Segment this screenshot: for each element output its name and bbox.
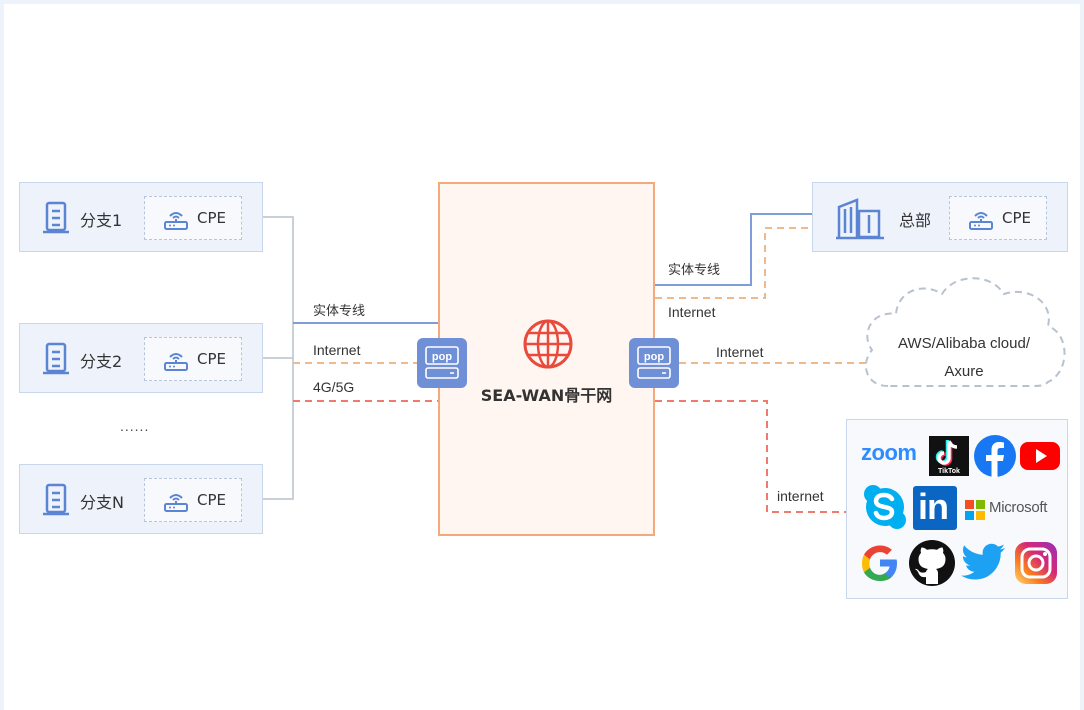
pop-node-right[interactable]: pop [629,338,679,388]
right-dedicated-label: 实体专线 [668,263,721,278]
cloud-label: AWS/Alibaba cloud/ Axure [866,330,1062,386]
building-icon [43,342,69,375]
tiktok-label: TikTok [938,468,960,475]
building-icon [43,483,69,516]
building-icon [43,201,69,234]
branch-label: 分支1 [80,211,123,230]
microsoft-text: Microsoft [989,499,1048,516]
left-dedicated-label: 实体专线 [313,304,366,319]
backbone-label: SEA-WAN骨干网 [480,386,613,405]
right-dedicated-line [655,213,812,286]
pop-text: pop [644,351,664,363]
cpe-label: CPE [197,491,226,509]
cpe-box[interactable]: CPE [144,196,242,240]
instagram-logo[interactable] [1013,540,1059,586]
microsoft-logo[interactable] [965,500,985,520]
office-building-icon [836,198,884,240]
sea-wan-backbone[interactable]: SEA-WAN骨干网 [438,182,655,536]
router-icon [164,494,188,512]
zoom-logo[interactable]: zoom [861,440,917,465]
pop-icon: pop [420,341,464,385]
linkedin-logo[interactable]: in [913,486,957,530]
tiktok-logo[interactable]: TikTok [929,436,969,476]
branch-site-n[interactable]: 分支N CPE [19,464,263,534]
headquarters-site[interactable]: 总部 CPE [812,182,1068,252]
router-icon [969,212,993,230]
right-internet-apps-label: internet [777,488,824,504]
right-internet-cloud-label: Internet [716,344,764,360]
globe-icon [523,319,573,369]
pop-text: pop [432,351,452,363]
cpe-label: CPE [197,209,226,227]
router-icon [164,353,188,371]
right-internet-hq-line [655,227,812,299]
cpe-box[interactable]: CPE [144,337,242,381]
youtube-logo[interactable] [1019,440,1061,472]
github-logo[interactable] [907,538,957,588]
google-logo[interactable] [857,540,903,586]
branch-ellipsis: ...... [120,418,150,434]
hq-label: 总部 [899,211,932,230]
cloud-line-2: Axure [944,363,984,380]
skype-logo[interactable] [863,484,907,530]
cpe-box[interactable]: CPE [144,478,242,522]
branch-label: 分支2 [80,352,123,371]
cpe-label: CPE [1002,209,1031,227]
left-4g5g-label: 4G/5G [313,379,355,395]
cpe-label: CPE [197,350,226,368]
cpe-box[interactable]: CPE [949,196,1047,240]
right-internet-hq-label: Internet [668,304,716,320]
tiktok-note-icon [935,440,958,466]
facebook-logo[interactable] [973,434,1017,478]
pop-node-left[interactable]: pop [417,338,467,388]
linkedin-text: in [918,486,949,527]
branch-site-2[interactable]: 分支2 CPE [19,323,263,393]
twitter-logo[interactable] [961,542,1007,582]
apps-panel: zoom TikTok in Microsoft [846,419,1068,599]
cloud-line-1: AWS/Alibaba cloud/ [897,335,1030,352]
pop-icon: pop [632,341,676,385]
router-icon [164,212,188,230]
left-internet-label: Internet [313,342,361,358]
branch-label: 分支N [80,493,124,512]
branch-site-1[interactable]: 分支1 CPE [19,182,263,252]
cloud-shape [864,277,1066,387]
